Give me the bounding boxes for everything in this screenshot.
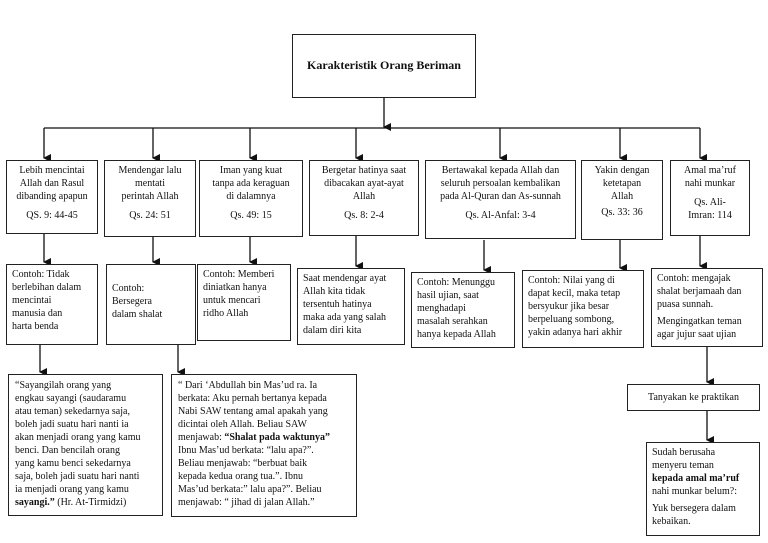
characteristic-box-1: Lebih mencintai Allah dan Rasul dibandin… [6, 160, 98, 234]
example-box-7: Contoh: mengajak shalat berjamaah dan pu… [651, 268, 763, 347]
reference: Qs. 24: 51 [129, 210, 171, 221]
example-box-6: Contoh: Nilai yang di dapat kecil, maka … [522, 270, 644, 348]
reference: Qs. 49: 15 [230, 210, 272, 221]
characteristic-box-3: Iman yang kuat tanpa ada keraguan di dal… [199, 160, 303, 237]
example-box-4: Saat mendengar ayat Allah kita tidak ter… [297, 268, 405, 345]
practice-answer-box: Sudah berusaha menyeru teman kepada amal… [646, 442, 760, 536]
characteristic-box-7: Amal ma’ruf nahi munkar Qs. Ali- Imran: … [670, 160, 750, 236]
hadith-box-tirmidzi: “Sayangilah orang yang engkau sayangi (s… [8, 374, 163, 516]
characteristic-box-4: Bergetar hatinya saat dibacakan ayat-aya… [309, 160, 419, 236]
reference: QS. 9: 44-45 [26, 210, 78, 221]
example-box-5: Contoh: Menunggu hasil ujian, saat mengh… [411, 272, 515, 348]
practice-box: Tanyakan ke praktikan [627, 384, 760, 411]
reference: Qs. Ali- [694, 197, 726, 208]
example-box-2: Contoh: Bersegera dalam shalat [106, 264, 196, 345]
reference: Qs. 33: 36 [601, 207, 643, 218]
diagram-title: Karakteristik Orang Beriman [292, 34, 476, 98]
characteristic-box-6: Yakin dengan ketetapan Allah Qs. 33: 36 [581, 160, 663, 240]
hadith-box-ibnu-masud: “ Dari ‘Abdullah bin Mas’ud ra. Ia berka… [171, 374, 357, 517]
reference: Qs. Al-Anfal: 3-4 [465, 210, 536, 221]
characteristic-box-5: Bertawakal kepada Allah dan seluruh pers… [425, 160, 576, 239]
reference: Qs. 8: 2-4 [344, 210, 384, 221]
example-box-3: Contoh: Memberi diniatkan hanya untuk me… [197, 264, 291, 341]
characteristic-box-2: Mendengar lalu mentati perintah Allah Qs… [104, 160, 196, 237]
example-box-1: Contoh: Tidak berlebihan dalam mencintai… [6, 264, 98, 345]
